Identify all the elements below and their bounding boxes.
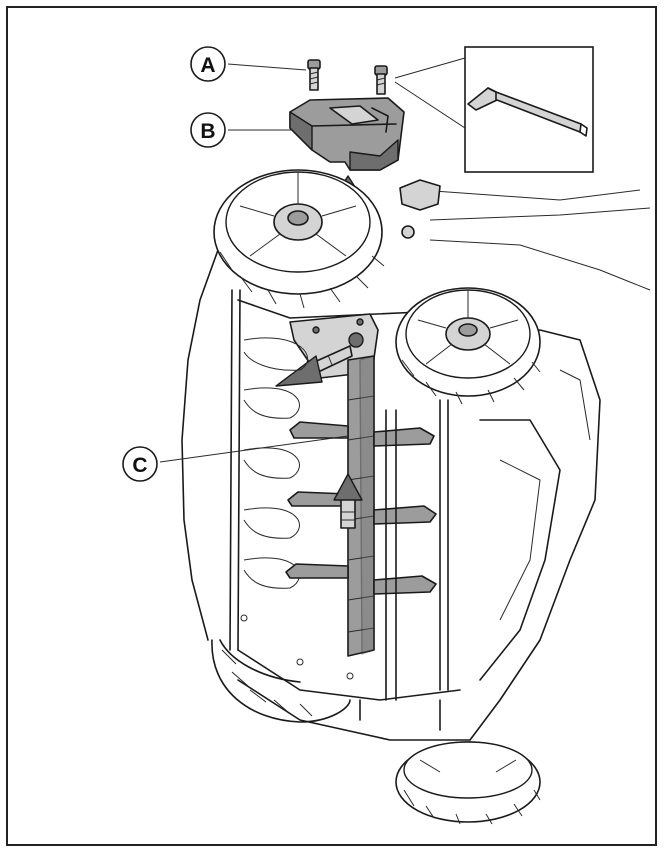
hex-key-icon xyxy=(467,87,588,137)
label-c: C xyxy=(132,454,147,477)
cover-b-part xyxy=(289,97,405,171)
screw-a-icon xyxy=(307,59,321,91)
wheel-bottom-left xyxy=(211,639,351,723)
screw-b-icon xyxy=(374,65,388,95)
wheel-front-right xyxy=(395,287,541,405)
callout-a: A xyxy=(190,46,307,82)
rotor-shaft xyxy=(347,355,375,657)
callout-c: C xyxy=(122,435,349,482)
frame-rods xyxy=(385,399,449,701)
label-a: A xyxy=(200,54,215,77)
spring-comb xyxy=(243,337,309,589)
arrow-shaft-up-icon xyxy=(333,473,363,529)
mower-deck xyxy=(181,179,651,741)
label-b: B xyxy=(200,120,215,143)
callout-b: B xyxy=(190,112,292,148)
wheel-bottom-right xyxy=(395,741,541,825)
wheel-rear-left xyxy=(213,169,385,309)
arrow-left-icon xyxy=(275,345,353,387)
inset-hex-key-box xyxy=(394,46,594,173)
rotor-blades xyxy=(285,421,437,595)
